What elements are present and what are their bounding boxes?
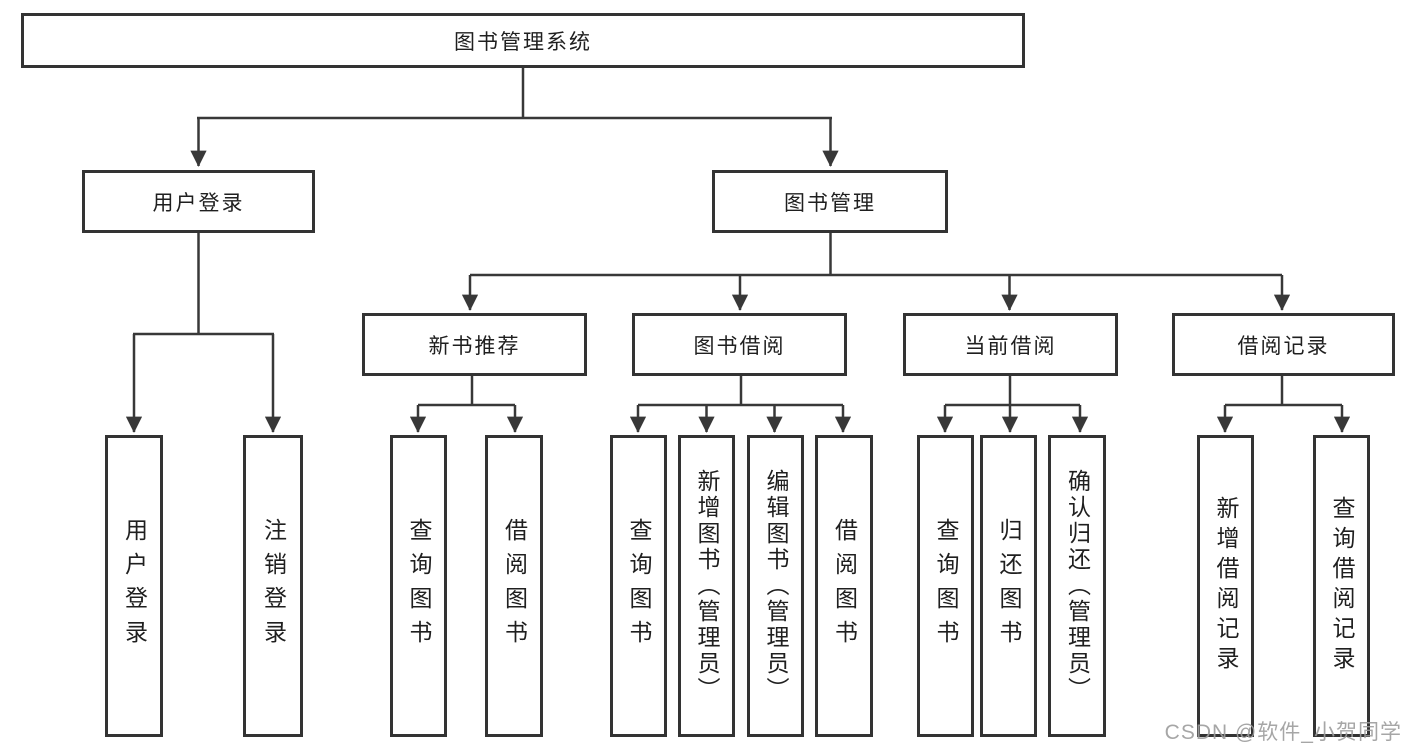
leaf-borrow-edit-books-admin: 编辑图书（管理员） — [747, 435, 804, 737]
leaf-records-add-record: 新增借阅记录 — [1197, 435, 1254, 737]
csdn-watermark: CSDN @软件_小贺同学 — [1164, 721, 1402, 744]
node-borrow-records: 借阅记录 — [1172, 313, 1395, 376]
leaf-logout: 注销登录 — [243, 435, 303, 737]
leaf-borrow-query-books: 查询图书 — [610, 435, 667, 737]
node-new-book-recommend: 新书推荐 — [362, 313, 587, 376]
node-book-management-label: 图书管理 — [784, 191, 876, 215]
leaf-current-query-books: 查询图书 — [917, 435, 974, 737]
leaf-user-login-action: 用户登录 — [105, 435, 163, 737]
node-current-borrow: 当前借阅 — [903, 313, 1118, 376]
node-current-borrow-label: 当前借阅 — [964, 334, 1057, 358]
node-root-label: 图书管理系统 — [454, 30, 592, 54]
leaf-newbook-borrow-books: 借阅图书 — [485, 435, 543, 737]
node-book-borrow: 图书借阅 — [632, 313, 847, 376]
node-borrow-records-label: 借阅记录 — [1237, 334, 1330, 358]
node-user-login-label: 用户登录 — [152, 191, 245, 215]
node-user-login: 用户登录 — [82, 170, 315, 233]
leaf-borrow-add-books-admin: 新增图书（管理员） — [678, 435, 735, 737]
leaf-current-confirm-return-admin: 确认归还（管理员） — [1048, 435, 1106, 737]
node-book-borrow-label: 图书借阅 — [693, 334, 786, 358]
node-new-book-recommend-label: 新书推荐 — [428, 334, 521, 358]
leaf-records-query-record: 查询借阅记录 — [1313, 435, 1370, 737]
node-book-management: 图书管理 — [712, 170, 948, 233]
leaf-current-return-books: 归还图书 — [980, 435, 1037, 737]
leaf-borrow-borrow-books: 借阅图书 — [815, 435, 873, 737]
leaf-newbook-query-books: 查询图书 — [390, 435, 447, 737]
node-root-library-system: 图书管理系统 — [21, 13, 1025, 68]
